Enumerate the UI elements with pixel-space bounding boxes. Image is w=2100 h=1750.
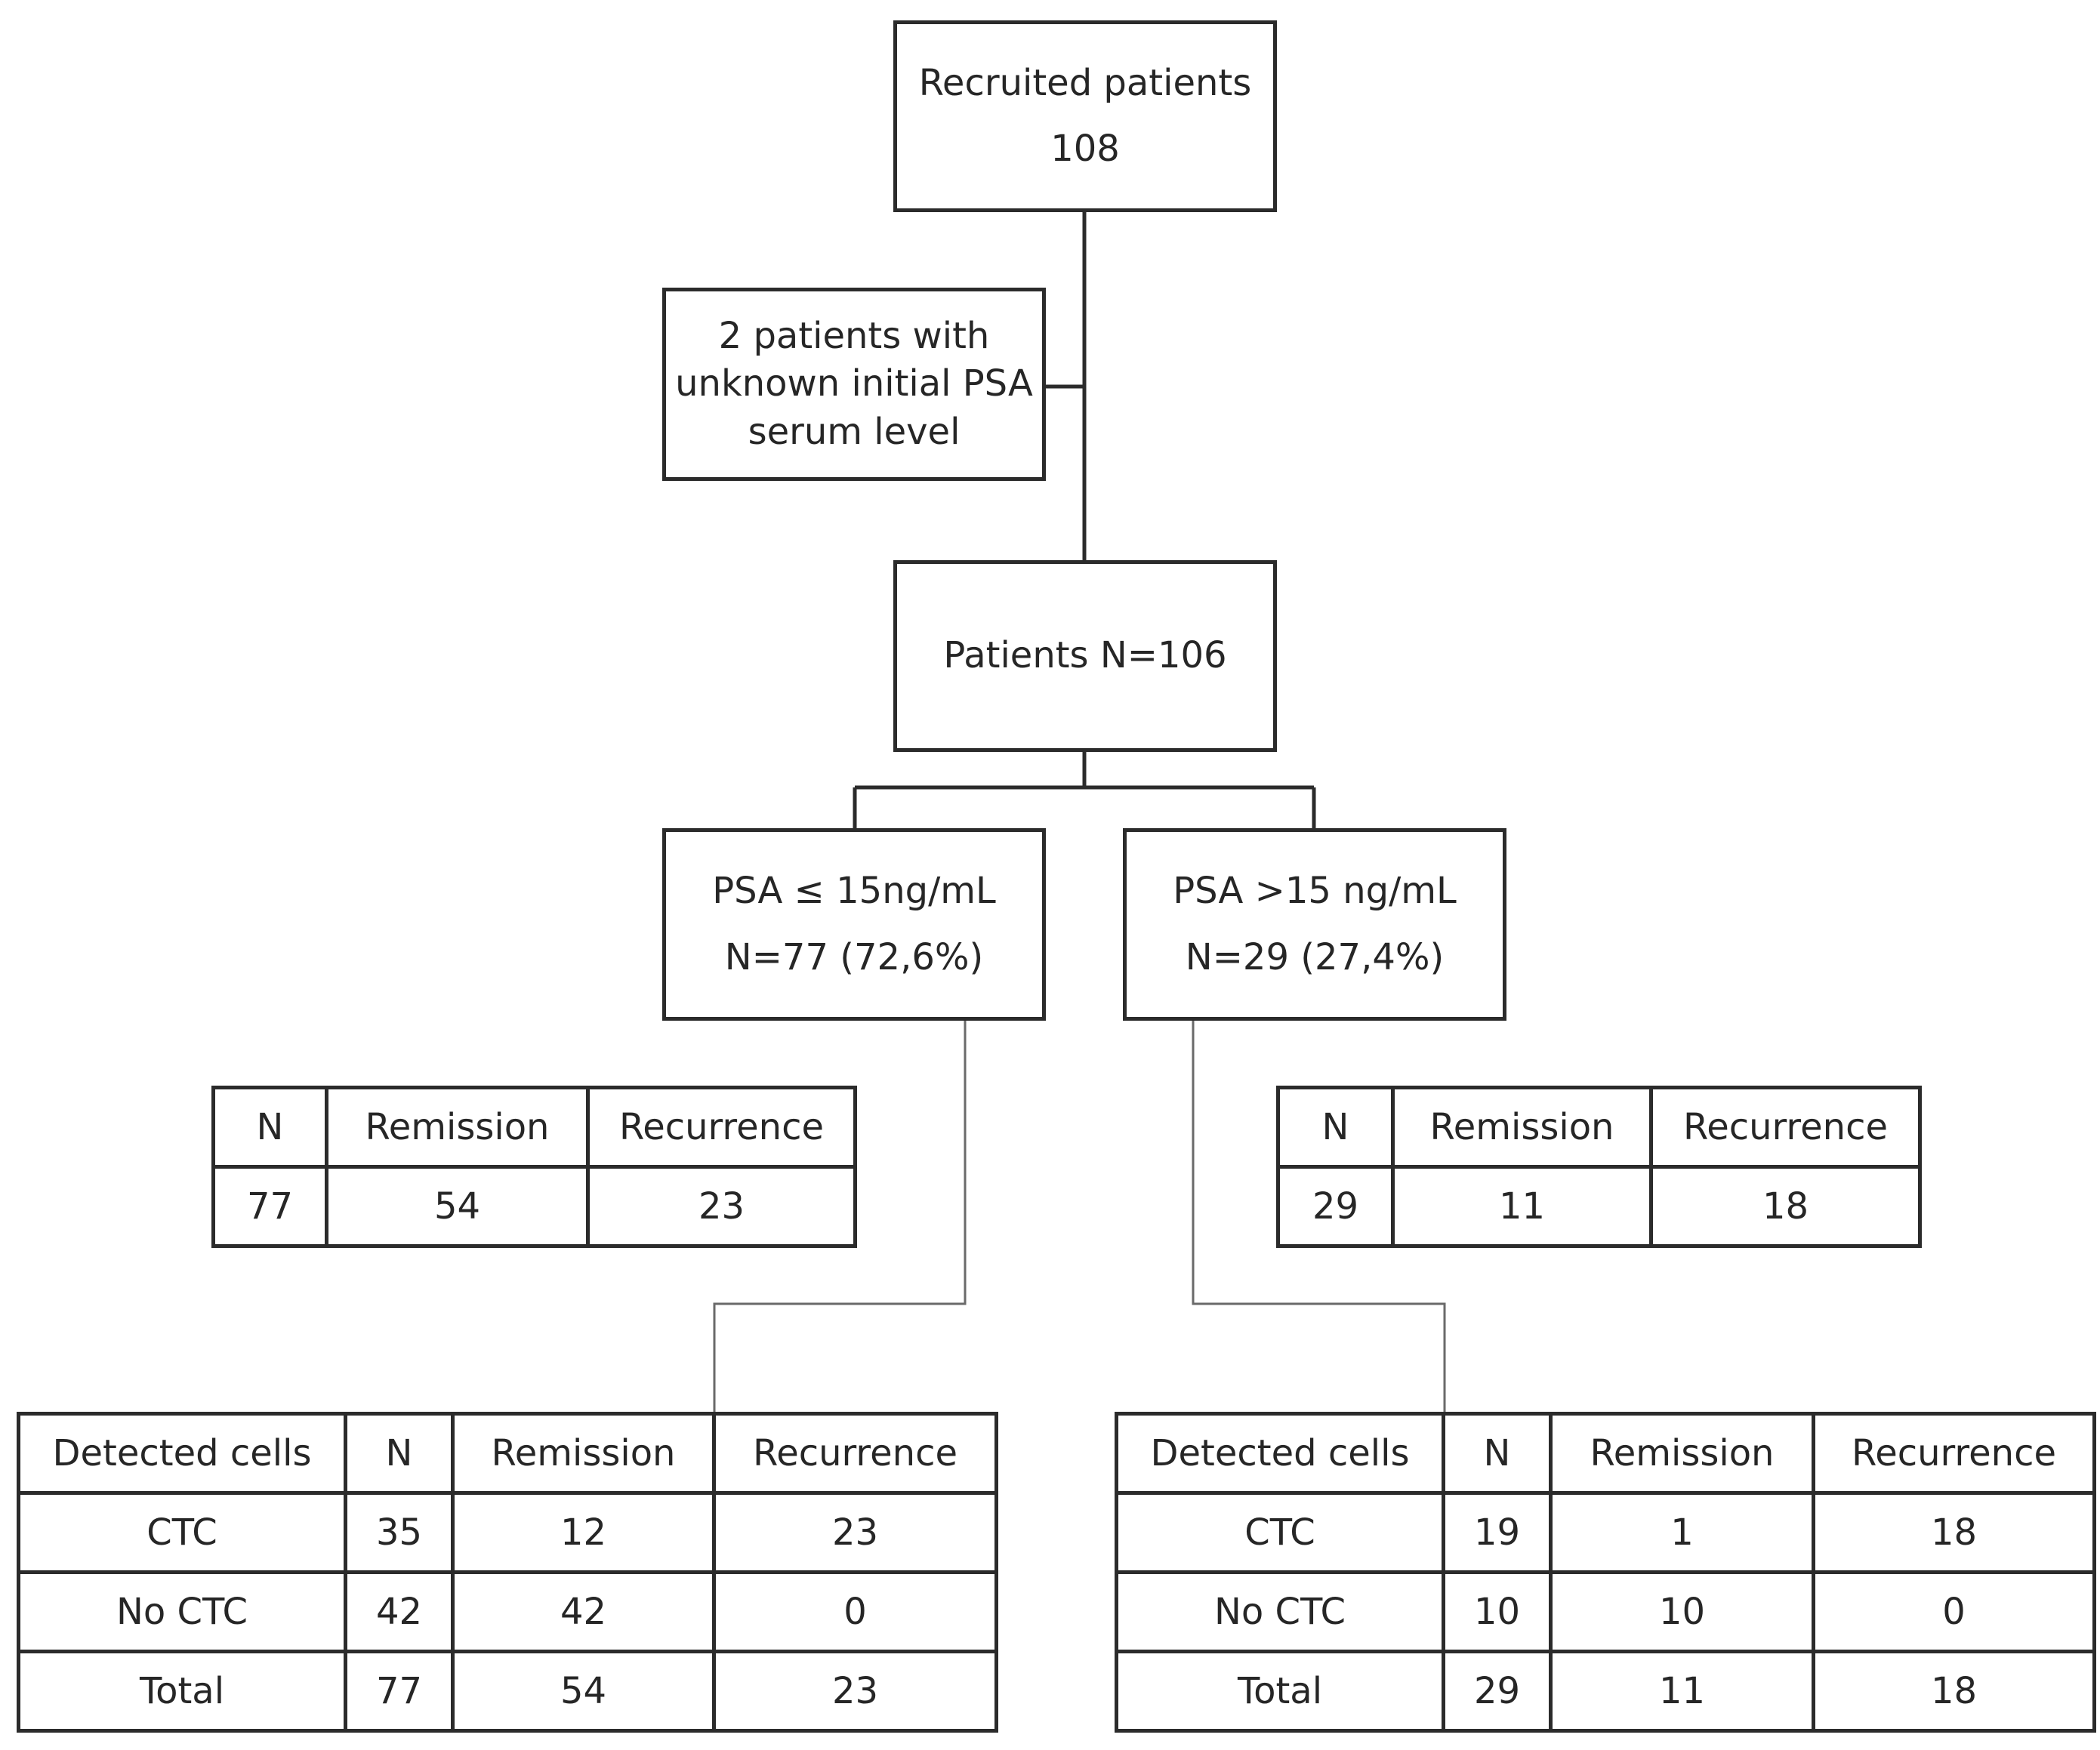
header-cell: Recurrence — [586, 1086, 857, 1169]
table-row: CTC 35 12 23 — [17, 1491, 998, 1574]
header-cell: Detected cells — [1115, 1412, 1445, 1495]
table-header-row: Detected cells N Remission Recurrence — [1115, 1412, 2096, 1495]
table-cell: 42 — [451, 1570, 716, 1653]
high-psa-label: PSA >15 ng/mL — [1173, 870, 1457, 913]
table-header-row: N Remission Recurrence — [1276, 1086, 1922, 1169]
table-cell: 11 — [1391, 1165, 1653, 1248]
table-cell: CTC — [1115, 1491, 1445, 1574]
table-cell: Total — [1115, 1650, 1445, 1733]
table-cell: 54 — [325, 1165, 590, 1248]
detail-table-high-psa: Detected cells N Remission Recurrence CT… — [1115, 1412, 2096, 1733]
table-cell: 19 — [1442, 1491, 1553, 1574]
table-row: 77 54 23 — [211, 1165, 857, 1248]
excluded-patients-box: 2 patients with unknown initial PSA seru… — [662, 288, 1046, 481]
header-cell: Remission — [451, 1412, 716, 1495]
header-cell: Remission — [325, 1086, 590, 1169]
table-cell: 0 — [712, 1570, 998, 1653]
header-cell: Recurrence — [712, 1412, 998, 1495]
high-psa-count: N=29 (27,4%) — [1185, 935, 1445, 978]
patients-box: Patients N=106 — [893, 560, 1277, 752]
header-cell: Detected cells — [17, 1412, 347, 1495]
table-cell: 54 — [451, 1650, 716, 1733]
table-header-row: Detected cells N Remission Recurrence — [17, 1412, 998, 1495]
header-cell: Recurrence — [1812, 1412, 2096, 1495]
table-cell: 23 — [712, 1491, 998, 1574]
recruited-patients-count: 108 — [1050, 128, 1120, 170]
table-cell: 10 — [1442, 1570, 1553, 1653]
table-cell: 29 — [1276, 1165, 1395, 1248]
table-cell: 23 — [586, 1165, 857, 1248]
table-cell: CTC — [17, 1491, 347, 1574]
table-row: No CTC 42 42 0 — [17, 1570, 998, 1653]
table-cell: 12 — [451, 1491, 716, 1574]
summary-table-low-psa: N Remission Recurrence 77 54 23 — [211, 1086, 857, 1248]
low-psa-label: PSA ≤ 15ng/mL — [712, 870, 996, 913]
table-cell: 35 — [344, 1491, 455, 1574]
table-cell: 42 — [344, 1570, 455, 1653]
table-cell: No CTC — [1115, 1570, 1445, 1653]
table-row: CTC 19 1 18 — [1115, 1491, 2096, 1574]
table-cell: 77 — [211, 1165, 328, 1248]
excluded-line-2: unknown initial PSA — [675, 362, 1033, 405]
table-cell: 77 — [344, 1650, 455, 1733]
table-cell: 23 — [712, 1650, 998, 1733]
header-cell: Remission — [1391, 1086, 1653, 1169]
table-row: Total 29 11 18 — [1115, 1650, 2096, 1733]
connector-high-to-detail — [1192, 1019, 1446, 1413]
table-cell: 11 — [1549, 1650, 1815, 1733]
table-header-row: N Remission Recurrence — [211, 1086, 857, 1169]
low-psa-box: PSA ≤ 15ng/mL N=77 (72,6%) — [662, 828, 1046, 1021]
table-cell: 0 — [1812, 1570, 2096, 1653]
header-cell: N — [1442, 1412, 1553, 1495]
summary-table-high-psa: N Remission Recurrence 29 11 18 — [1276, 1086, 1922, 1248]
recruited-patients-box: Recruited patients 108 — [893, 20, 1277, 212]
table-cell: 18 — [1812, 1491, 2096, 1574]
patients-label: Patients N=106 — [943, 634, 1227, 677]
header-cell: N — [344, 1412, 455, 1495]
header-cell: N — [1276, 1086, 1395, 1169]
table-cell: 10 — [1549, 1570, 1815, 1653]
connector-low-to-detail — [713, 1019, 967, 1413]
header-cell: Recurrence — [1649, 1086, 1922, 1169]
table-row: 29 11 18 — [1276, 1165, 1922, 1248]
header-cell: N — [211, 1086, 328, 1169]
recruited-patients-label: Recruited patients — [918, 61, 1252, 104]
table-cell: 1 — [1549, 1491, 1815, 1574]
header-cell: Remission — [1549, 1412, 1815, 1495]
table-cell: 18 — [1812, 1650, 2096, 1733]
table-cell: 18 — [1649, 1165, 1922, 1248]
table-row: Total 77 54 23 — [17, 1650, 998, 1733]
excluded-line-1: 2 patients with — [718, 314, 990, 357]
high-psa-box: PSA >15 ng/mL N=29 (27,4%) — [1123, 828, 1506, 1021]
table-cell: Total — [17, 1650, 347, 1733]
table-row: No CTC 10 10 0 — [1115, 1570, 2096, 1653]
table-cell: No CTC — [17, 1570, 347, 1653]
detail-table-low-psa: Detected cells N Remission Recurrence CT… — [17, 1412, 998, 1733]
excluded-line-3: serum level — [748, 410, 961, 453]
table-cell: 29 — [1442, 1650, 1553, 1733]
low-psa-count: N=77 (72,6%) — [724, 935, 984, 978]
